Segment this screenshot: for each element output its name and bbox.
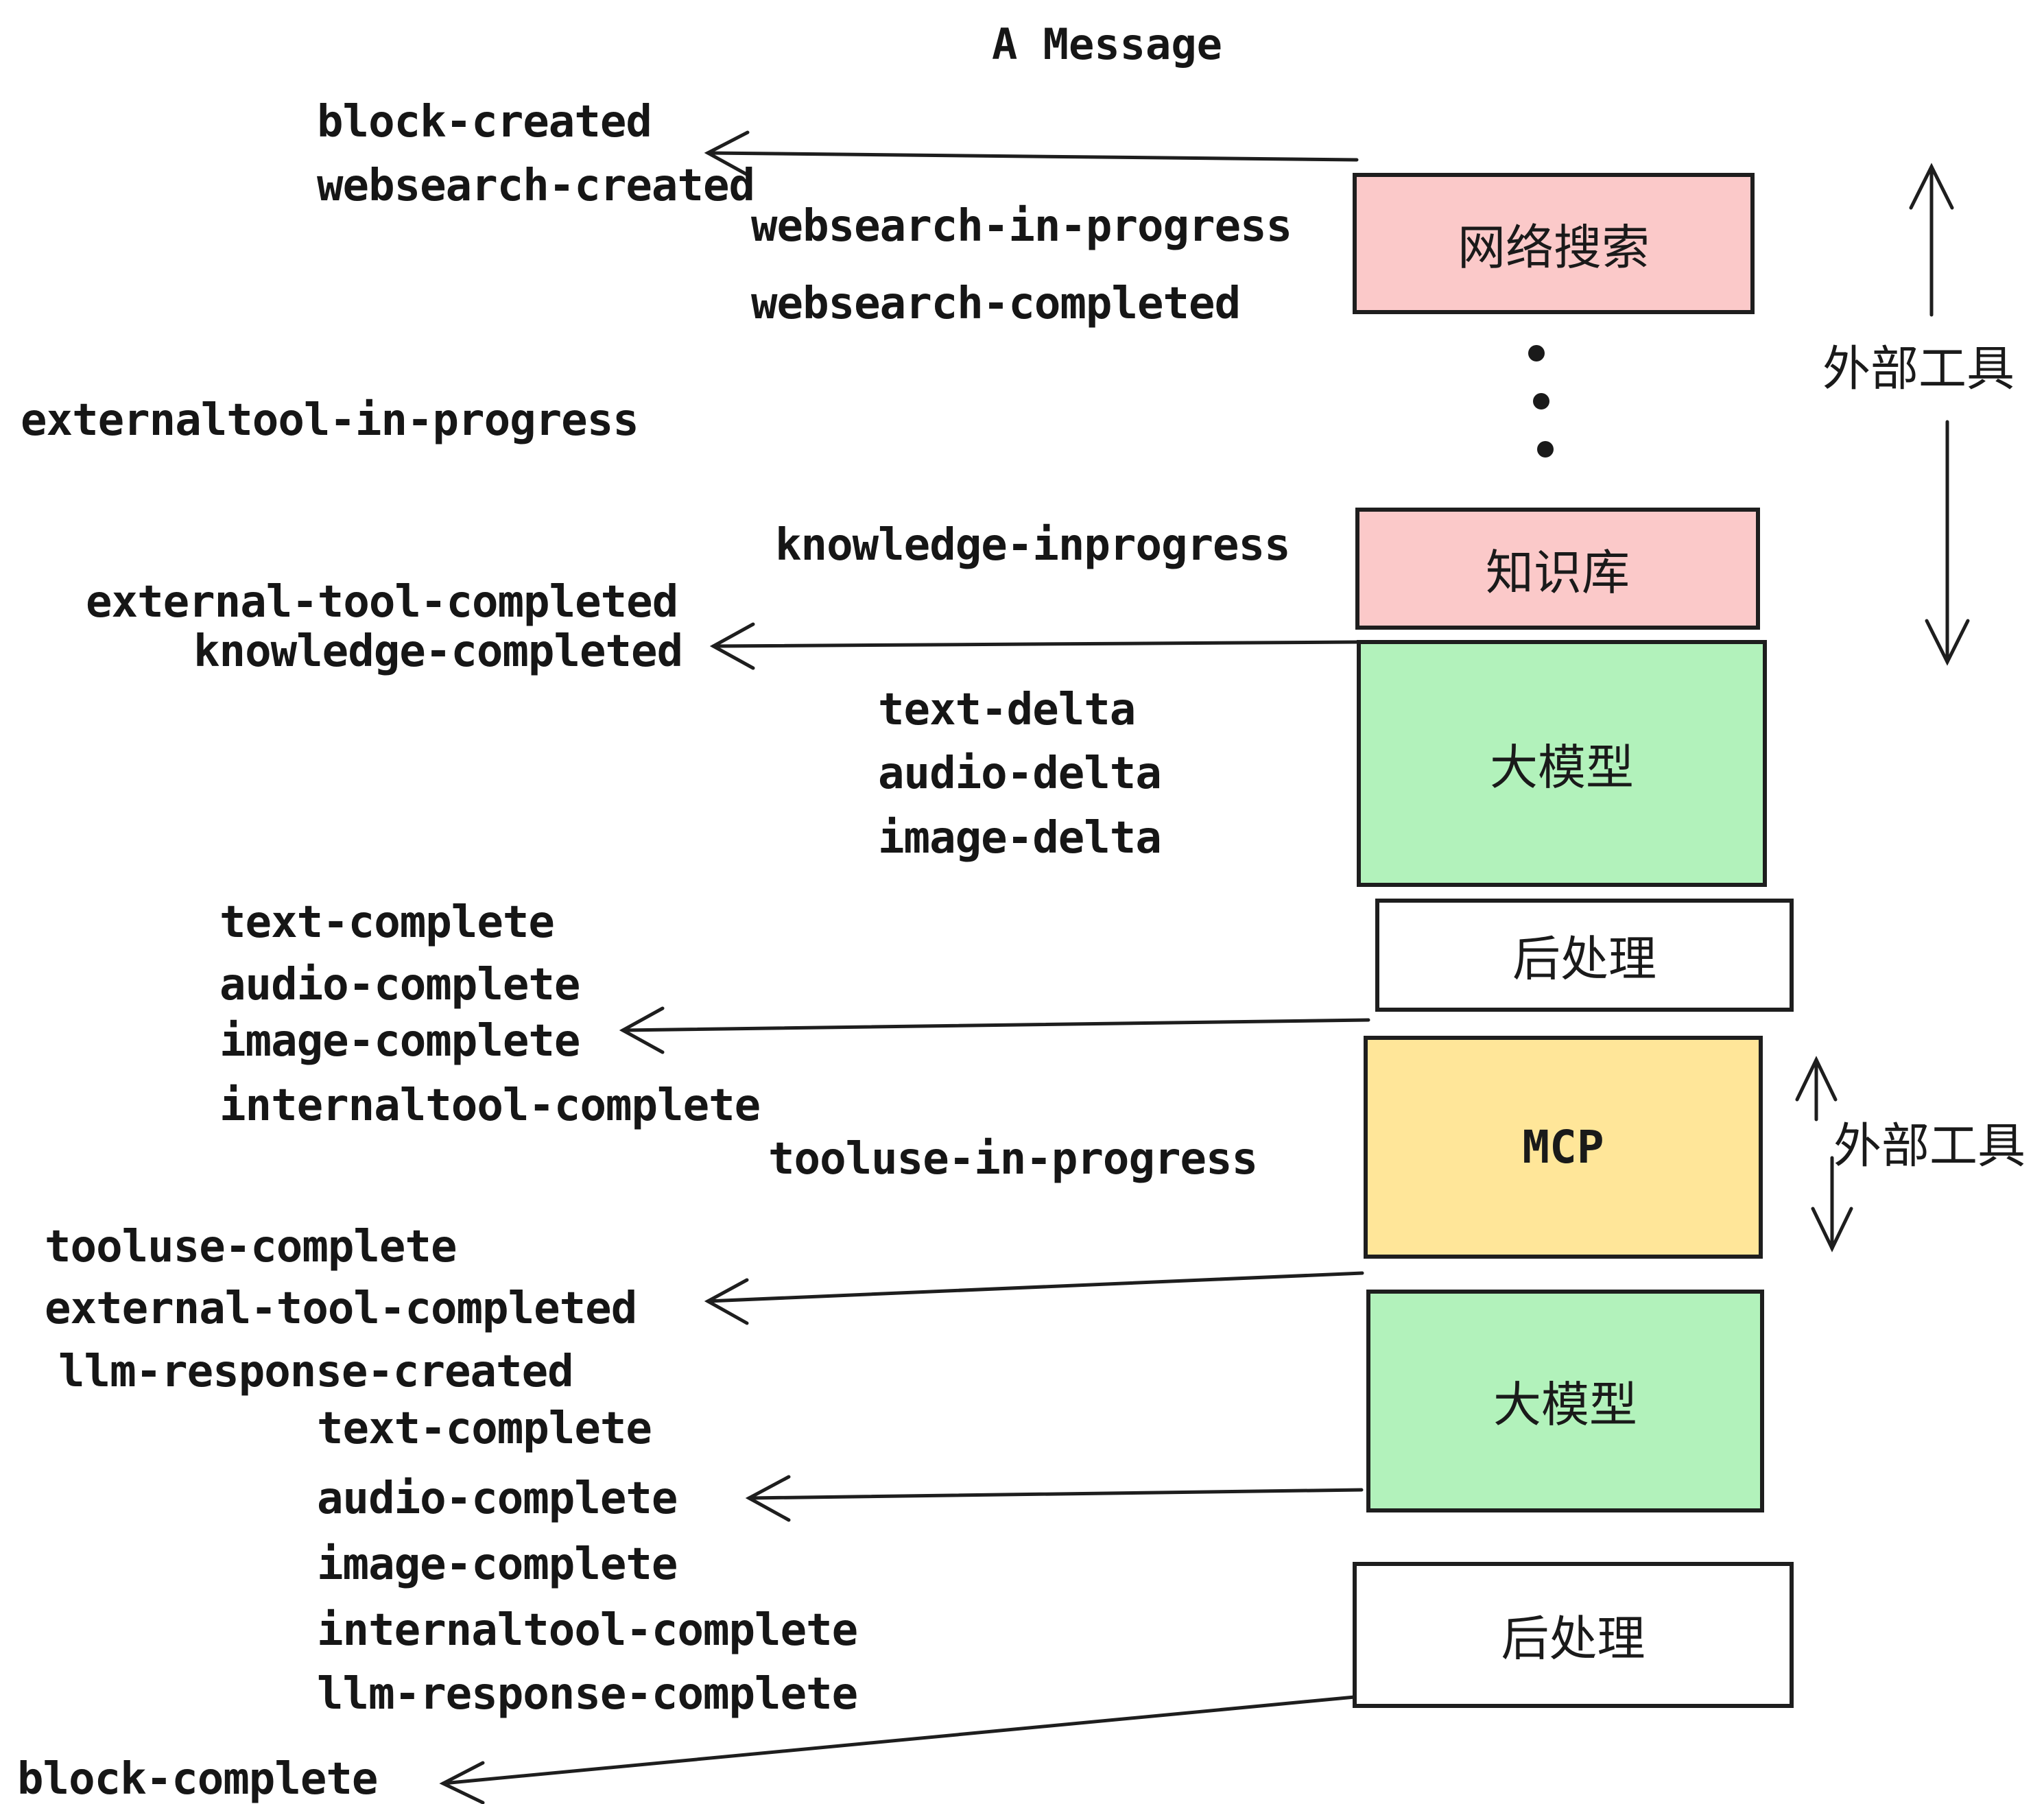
post-process-box-2-label: 后处理 [1501,1611,1645,1667]
event-externaltool-in-progress: externaltool-in-progress [21,395,639,446]
external-tools-1-up-arrowhead [1909,163,1954,210]
event-audio-complete-2: audio-complete [317,1473,678,1524]
event-knowledge-inprogress: knowledge-inprogress [775,520,1291,571]
event-image-delta: image-delta [878,813,1162,864]
llm-box-1-label: 大模型 [1490,739,1634,796]
event-external-tool-completed: external-tool-completed [86,577,678,628]
event-text-complete-2: text-complete [317,1403,652,1454]
event-tooluse-in-progress: tooluse-in-progress [768,1134,1258,1185]
event-llm-response-created: llm-response-created [58,1346,574,1397]
event-audio-complete: audio-complete [219,960,580,1010]
event-image-complete-2: image-complete [317,1539,678,1590]
post-process-box-2: 后处理 [1353,1562,1794,1708]
llm-box-1: 大模型 [1357,640,1767,887]
mcp-box: MCP [1364,1036,1763,1259]
arrow-to-knowledge-completed [711,640,1359,648]
event-block-created: block-created [317,97,652,147]
external-tools-label-2: 外部工具 [1833,1117,2025,1174]
event-image-complete: image-complete [219,1016,580,1067]
post-process-box-1-label: 后处理 [1512,931,1656,987]
knowledge-box: 知识库 [1355,508,1760,630]
event-internaltool-complete-2: internaltool-complete [317,1605,858,1656]
ellipsis-dot [1528,345,1545,361]
external-tools-label-1: 外部工具 [1822,340,2015,397]
ellipsis-dot [1537,441,1554,458]
arrow-to-image-complete [621,1018,1370,1032]
ellipsis-dot [1533,393,1549,410]
llm-box-2-label: 大模型 [1493,1377,1637,1433]
external-tools-2-down-arrowhead [1811,1207,1853,1253]
external-tools-2-up-arrowhead [1795,1056,1838,1102]
event-knowledge-completed: knowledge-completed [193,626,683,677]
event-audio-delta: audio-delta [878,748,1162,799]
arrowhead-to-knowledge-completed [709,622,755,670]
event-external-tool-completed-2: external-tool-completed [45,1283,637,1334]
websearch-box-label: 网络搜索 [1458,219,1650,276]
arrowhead-to-audio-complete [745,1475,791,1522]
websearch-box: 网络搜索 [1353,173,1755,314]
arrow-to-tooluse-complete [706,1271,1364,1303]
knowledge-box-label: 知识库 [1486,544,1630,601]
event-websearch-in-progress: websearch-in-progress [751,201,1292,252]
arrow-to-audio-complete [747,1488,1364,1500]
diagram-title: A Message [992,19,1222,69]
event-block-complete: block-complete [17,1754,378,1804]
event-text-delta: text-delta [878,685,1136,735]
llm-box-2: 大模型 [1366,1290,1764,1512]
post-process-box-1: 后处理 [1375,899,1794,1012]
arrowhead-to-image-complete [619,1006,665,1054]
event-websearch-created: websearch-created [317,161,755,211]
event-text-complete: text-complete [219,897,555,948]
arrowhead-to-tooluse-complete [704,1278,749,1325]
external-tools-1-down-arrowhead [1925,619,1970,666]
event-llm-response-complete: llm-response-complete [317,1669,858,1720]
event-internaltool-complete: internaltool-complete [219,1080,761,1131]
event-tooluse-complete: tooluse-complete [45,1222,457,1272]
mcp-box-label: MCP [1522,1121,1604,1174]
event-websearch-completed: websearch-completed [751,278,1241,329]
arrow-to-websearch-created [706,151,1359,162]
arrowhead-to-block-complete [439,1761,485,1804]
